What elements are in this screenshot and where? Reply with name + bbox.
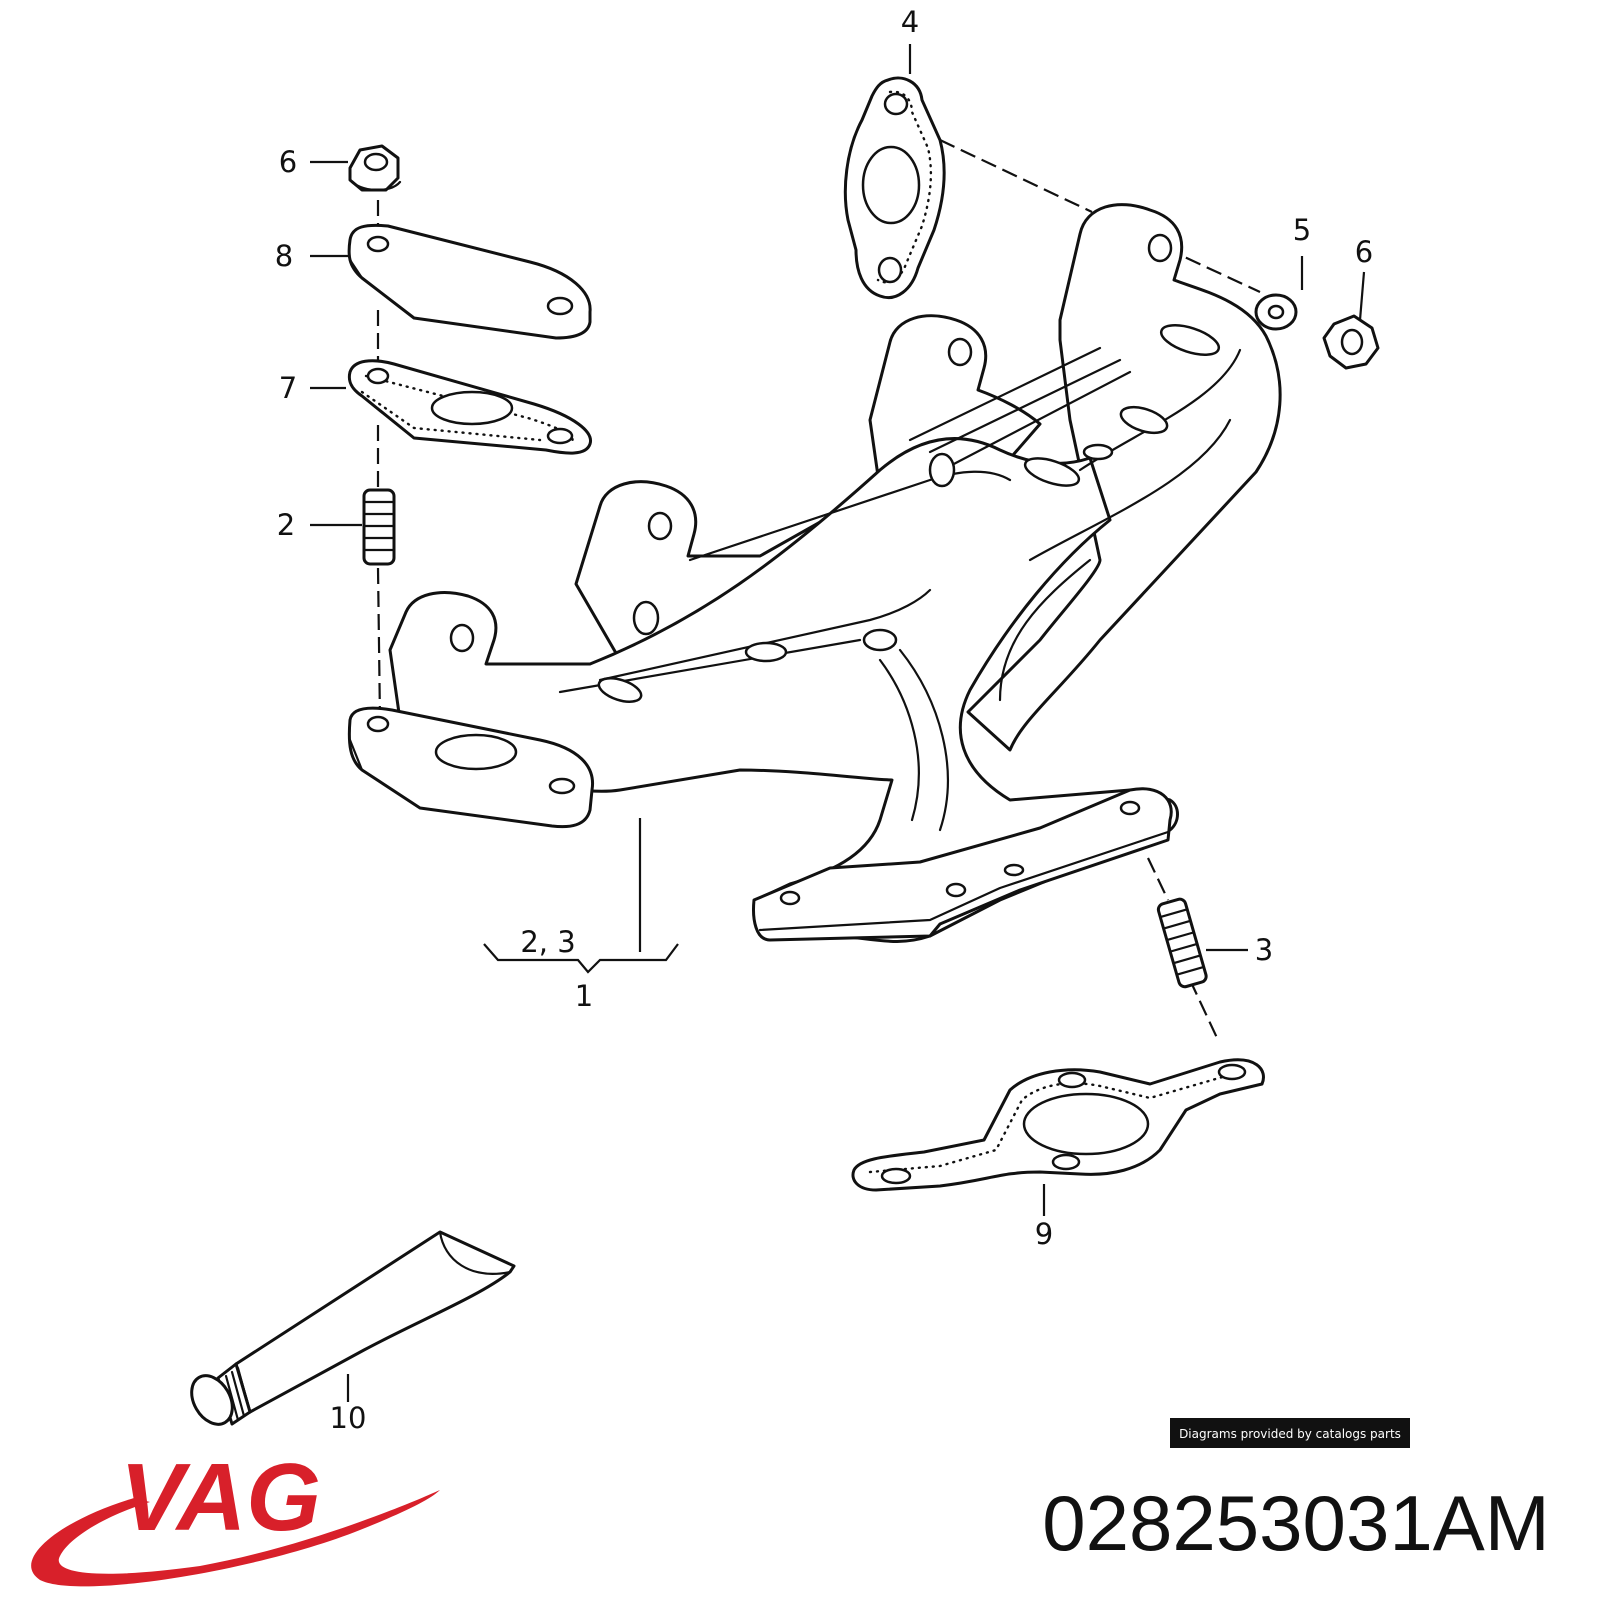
exhaust-manifold-1: [347, 203, 1282, 943]
alignment-line-5: [1164, 247, 1261, 293]
callout-1: 1: [575, 979, 593, 1013]
gasket-7: [347, 359, 592, 455]
alignment-line-3: [1147, 857, 1219, 1041]
callout-9: 9: [1035, 1217, 1053, 1251]
credit-text: Diagrams provided by catalogs parts: [1179, 1427, 1401, 1441]
callout-7: 7: [279, 371, 297, 405]
callout-2-3: 2, 3: [520, 925, 575, 959]
logo-text: VAG: [120, 1444, 321, 1551]
alignment-line-4: [939, 139, 1093, 213]
stud-3: [1156, 897, 1208, 989]
nut-6-left: [348, 144, 402, 192]
callout-5: 5: [1293, 213, 1311, 247]
leader-lines: [310, 44, 1366, 1402]
callout-4: 4: [901, 5, 919, 39]
callout-2: 2: [277, 508, 295, 542]
stud-2: [362, 488, 396, 566]
brand-logo: VAG: [31, 1444, 440, 1587]
callout-6-left: 6: [279, 145, 297, 179]
callout-10: 10: [330, 1401, 367, 1435]
washer-5: [1254, 293, 1298, 331]
logo-swoosh: [31, 1490, 440, 1587]
alignment-line-2: [376, 200, 382, 721]
callout-6-right: 6: [1355, 235, 1373, 269]
plate-8: [347, 223, 592, 340]
gasket-4: [843, 76, 946, 299]
sealant-tube-10: [190, 1230, 516, 1426]
part-number: 028253031AM: [1042, 1479, 1549, 1567]
callout-3: 3: [1255, 933, 1273, 967]
gasket-9: [851, 1058, 1265, 1192]
credit-badge: Diagrams provided by catalogs parts: [1170, 1418, 1410, 1448]
callout-8: 8: [275, 239, 293, 273]
nut-6-right: [1322, 314, 1380, 370]
